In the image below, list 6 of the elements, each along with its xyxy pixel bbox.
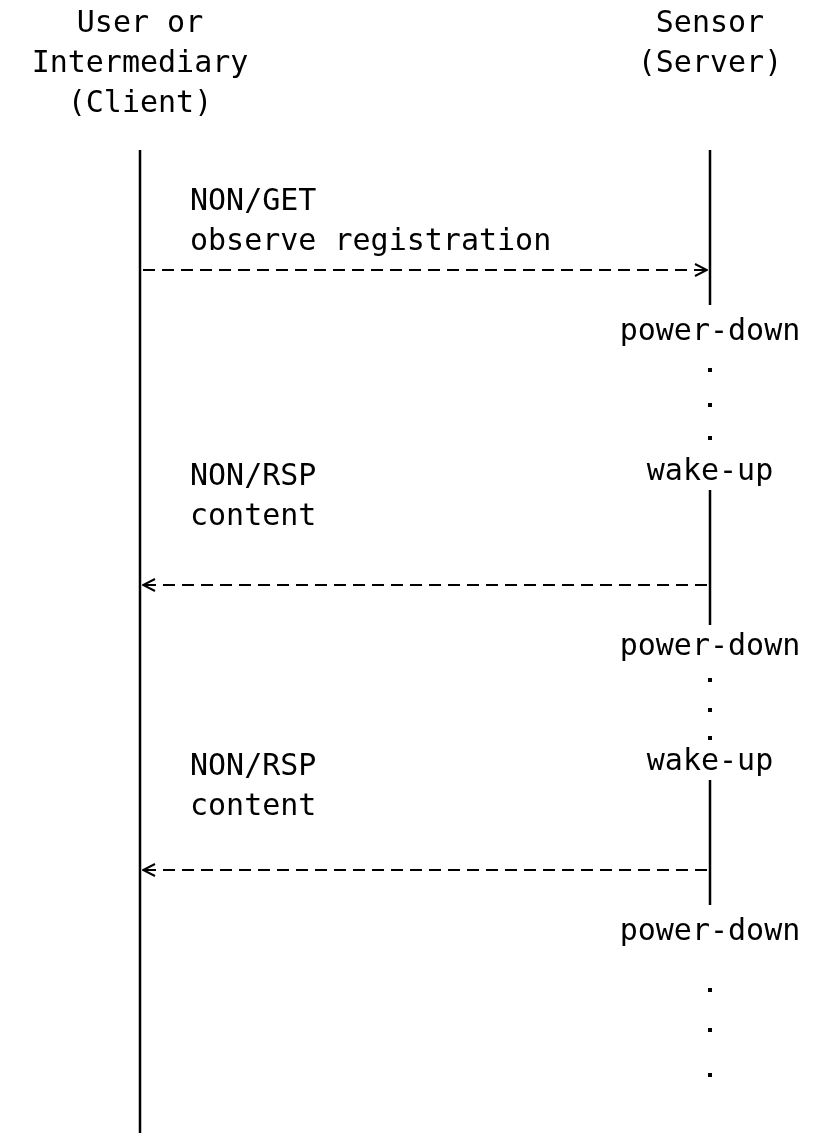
message-arrow xyxy=(142,263,708,277)
message-arrow xyxy=(142,578,708,592)
message-arrow xyxy=(142,863,708,877)
participant-label: Sensor (Server) xyxy=(610,2,810,82)
participant-label: User or Intermediary (Client) xyxy=(0,2,290,122)
lifeline xyxy=(137,150,143,1133)
